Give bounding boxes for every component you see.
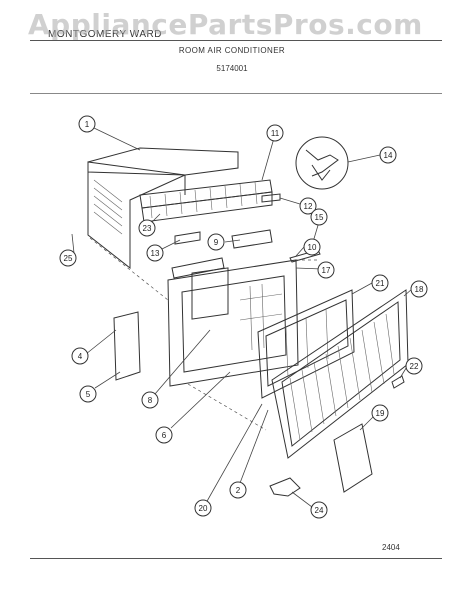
callout-20[interactable]: 20 (194, 499, 212, 517)
brand-label: MONTGOMERY WARD (48, 29, 162, 40)
callout-group: 1 11 14 12 23 15 9 13 10 25 17 21 18 4 5… (59, 115, 428, 519)
front-frame-drawing (167, 257, 299, 387)
svg-text:2: 2 (236, 486, 241, 495)
callout-23[interactable]: 23 (138, 219, 156, 237)
svg-text:11: 11 (271, 129, 280, 138)
svg-text:14: 14 (384, 151, 393, 160)
svg-text:22: 22 (410, 362, 419, 371)
svg-text:8: 8 (148, 396, 153, 405)
callout-13[interactable]: 13 (146, 244, 164, 262)
callout-15[interactable]: 15 (310, 208, 328, 226)
small-parts-drawing (269, 375, 405, 497)
svg-text:5: 5 (86, 390, 91, 399)
clip-detail-drawing (295, 136, 349, 190)
callout-5[interactable]: 5 (79, 385, 97, 403)
alignment-lines (89, 237, 320, 431)
hardware-drawing (174, 193, 321, 263)
svg-text:9: 9 (214, 238, 219, 247)
callout-12[interactable]: 12 (299, 197, 317, 215)
callout-10[interactable]: 10 (303, 238, 321, 256)
callout-17[interactable]: 17 (317, 261, 335, 279)
svg-text:4: 4 (78, 352, 83, 361)
door-drawing (333, 423, 373, 493)
callout-22[interactable]: 22 (405, 357, 423, 375)
callout-2[interactable]: 2 (229, 481, 247, 499)
callout-18[interactable]: 18 (410, 280, 428, 298)
svg-text:10: 10 (308, 243, 317, 252)
callout-11[interactable]: 11 (266, 124, 284, 142)
callout-25[interactable]: 25 (59, 249, 77, 267)
callout-19[interactable]: 19 (371, 404, 389, 422)
svg-text:17: 17 (322, 266, 331, 275)
callout-24[interactable]: 24 (310, 501, 328, 519)
svg-text:18: 18 (415, 285, 424, 294)
svg-text:13: 13 (151, 249, 160, 258)
svg-text:23: 23 (143, 224, 152, 233)
cabinet-drawing (87, 147, 239, 270)
leader-lines (71, 127, 413, 511)
callout-4[interactable]: 4 (71, 347, 89, 365)
footer-rule (30, 558, 442, 559)
svg-text:15: 15 (315, 213, 324, 222)
svg-text:21: 21 (376, 279, 385, 288)
callout-6[interactable]: 6 (155, 426, 173, 444)
svg-text:19: 19 (376, 409, 385, 418)
callout-14[interactable]: 14 (379, 146, 397, 164)
top-rail-drawing (139, 179, 273, 223)
header-rule (30, 40, 442, 41)
svg-text:24: 24 (315, 506, 324, 515)
svg-text:25: 25 (64, 254, 73, 263)
callout-9[interactable]: 9 (207, 233, 225, 251)
model-number: 5174001 (216, 64, 248, 73)
filter-drawing (257, 289, 355, 399)
callout-1[interactable]: 1 (78, 115, 96, 133)
callout-8[interactable]: 8 (141, 391, 159, 409)
page-code: 2404 (382, 543, 400, 552)
side-panel-drawing (113, 311, 141, 381)
diagram-title: ROOM AIR CONDITIONER (178, 46, 286, 55)
svg-text:20: 20 (199, 504, 208, 513)
svg-text:1: 1 (85, 120, 90, 129)
svg-text:12: 12 (304, 202, 313, 211)
svg-text:6: 6 (162, 431, 167, 440)
header-rule-lower (30, 93, 442, 94)
callout-21[interactable]: 21 (371, 274, 389, 292)
